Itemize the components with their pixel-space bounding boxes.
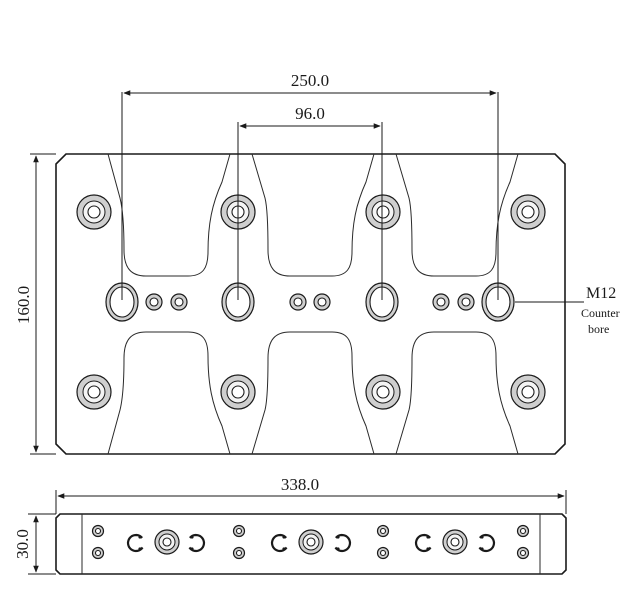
counterbore-hole xyxy=(105,282,139,322)
pocket-top-left xyxy=(107,153,231,277)
bolt-hole xyxy=(365,374,401,410)
side-bore xyxy=(154,529,180,555)
counterbore-hole xyxy=(221,282,255,322)
side-bore xyxy=(442,529,468,555)
side-clip xyxy=(188,533,206,553)
side-clip xyxy=(478,533,496,553)
side-feature-group xyxy=(91,524,530,560)
dimension-338: 338.0 xyxy=(55,475,567,514)
pin-hole-group xyxy=(145,293,475,311)
dim-label-height: 160.0 xyxy=(14,286,33,324)
side-clip xyxy=(414,533,432,553)
bolt-hole xyxy=(76,374,112,410)
callout-note: M12 Counter bore xyxy=(581,285,620,336)
dimension-96: 96.0 xyxy=(237,104,383,300)
side-pin-hole xyxy=(232,546,246,560)
dim-label-width-top: 250.0 xyxy=(291,71,329,90)
side-clip xyxy=(126,533,144,553)
callout-thread: M12 xyxy=(586,285,616,302)
bolt-hole xyxy=(365,194,401,230)
side-clip xyxy=(334,533,352,553)
plate-outline xyxy=(55,153,566,455)
dimension-30: 30.0 xyxy=(13,513,56,575)
bolt-hole xyxy=(76,194,112,230)
pin-hole xyxy=(170,293,188,311)
dim-label-width-inner: 96.0 xyxy=(295,104,325,123)
pin-hole xyxy=(289,293,307,311)
side-pin-hole xyxy=(376,524,390,538)
callout-line3: bore xyxy=(588,322,609,336)
dimension-160: 160.0 xyxy=(14,153,56,455)
top-view xyxy=(55,153,584,455)
pin-hole xyxy=(145,293,163,311)
pin-hole xyxy=(432,293,450,311)
bolt-hole xyxy=(220,374,256,410)
dim-label-length: 338.0 xyxy=(281,475,319,494)
side-bore xyxy=(298,529,324,555)
counterbore-hole-group xyxy=(105,282,515,322)
bolt-hole xyxy=(510,194,546,230)
pocket-top-middle xyxy=(251,153,375,277)
bolt-hole-group xyxy=(76,194,546,410)
side-pin-hole xyxy=(376,546,390,560)
side-pin-hole xyxy=(232,524,246,538)
pin-hole xyxy=(313,293,331,311)
pin-hole xyxy=(457,293,475,311)
side-view xyxy=(55,513,567,575)
pocket-bottom-left xyxy=(107,331,231,455)
dimension-250: 250.0 xyxy=(121,71,499,300)
side-pin-hole xyxy=(91,546,105,560)
callout-line2: Counter xyxy=(581,306,620,320)
side-pin-hole xyxy=(91,524,105,538)
side-pin-hole xyxy=(516,524,530,538)
side-outline xyxy=(55,513,567,575)
pocket-bottom-right xyxy=(395,331,519,455)
pocket-bottom-middle xyxy=(251,331,375,455)
side-pin-hole xyxy=(516,546,530,560)
bolt-hole xyxy=(510,374,546,410)
side-clip xyxy=(270,533,288,553)
dim-label-thickness: 30.0 xyxy=(13,529,32,559)
pocket-top-right xyxy=(395,153,519,277)
